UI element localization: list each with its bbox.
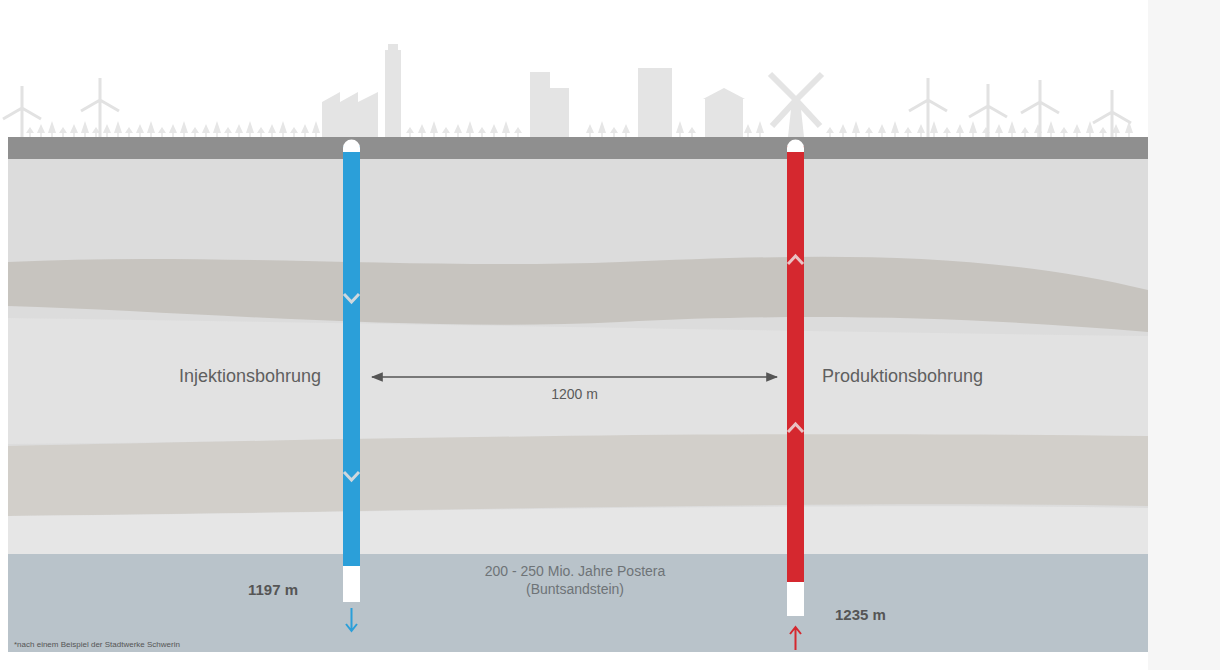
distance-connector [372,377,777,378]
layer [8,159,1148,559]
side-panel [1148,0,1220,670]
wind-turbines [3,78,1131,137]
reservoir-layer [8,554,1148,652]
tree-row [26,121,1133,137]
depth-label: 1197 m [248,580,298,600]
distance-label: 1200 m [551,386,598,402]
injection-well [343,140,360,632]
well-label: Produktionsbohrung [822,366,983,387]
layer-label: 200 - 250 Mio. Jahre Postera (Buntsandst… [484,562,666,598]
well-node: Produktionsbohrung [787,146,804,582]
layer-band [8,434,1148,516]
footnote: *nach einem Beispiel der Stadtwerke Schw… [14,640,180,650]
ground-surface [8,137,1148,159]
well-label: Injektionsbohrung [179,366,321,387]
well-node: Injektionsbohrung [343,146,360,566]
layer [8,506,1148,556]
dimension-arrow [372,376,777,378]
skyline [322,44,822,137]
layer [8,318,1148,444]
production-well [787,140,804,651]
depth-label: 1235 m [835,605,886,625]
